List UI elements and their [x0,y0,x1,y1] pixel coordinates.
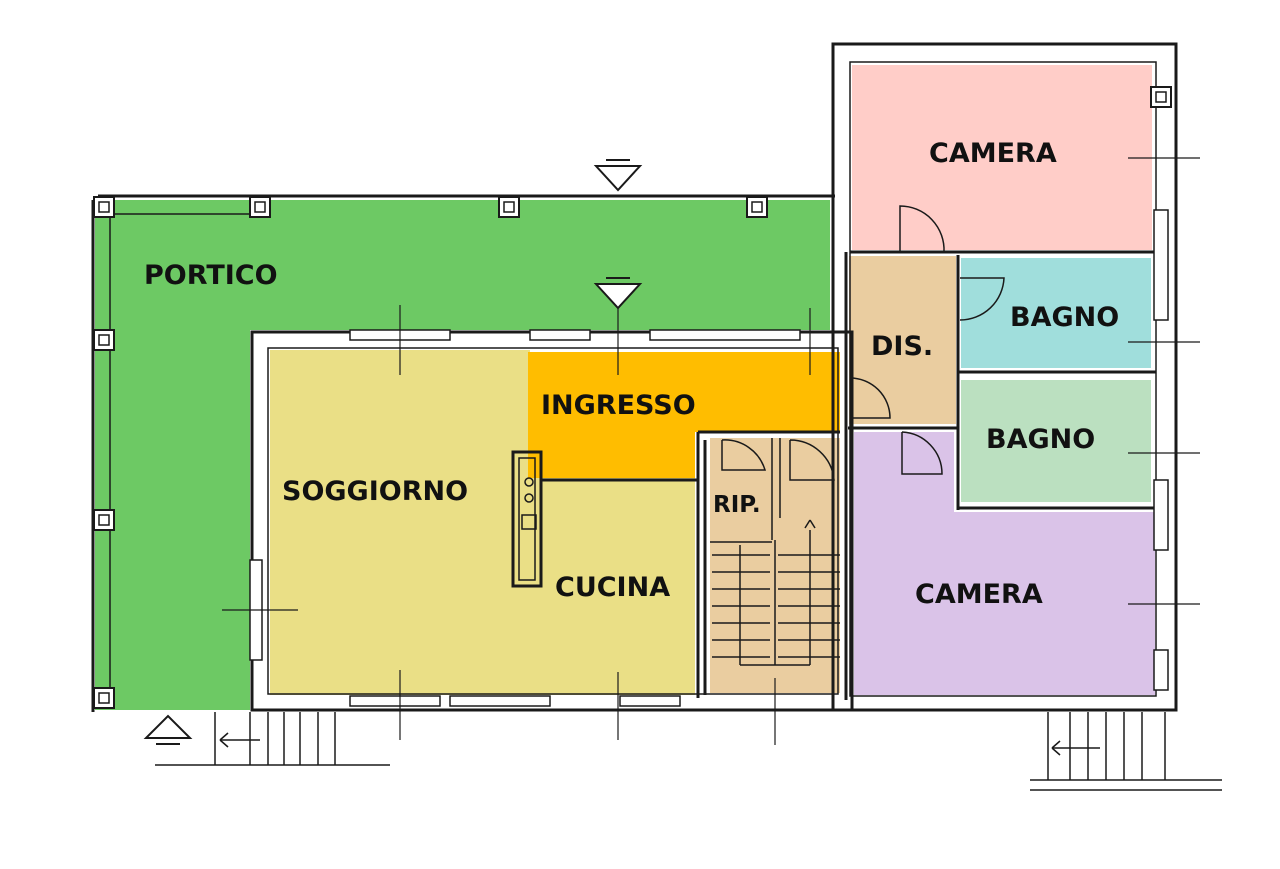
room-soggiorno [270,350,530,695]
room-portico [95,200,830,710]
pillar-core [98,201,110,213]
pillar-core [98,334,110,346]
room-camera-bottom [854,432,1155,695]
kitchen-counter [511,450,543,588]
label-camera-bottom: CAMERA [915,579,1043,610]
entry-steps-right [1030,712,1222,791]
room-rip [710,438,840,543]
pillar-core [254,201,266,213]
pillar-core [98,514,110,526]
entrance-arrow-ingresso [593,277,643,310]
label-bagno-top: BAGNO [1010,302,1119,333]
pillar [93,687,115,709]
room-dis [849,256,956,424]
pillar [93,329,115,351]
pillar [93,509,115,531]
entrance-arrow-left [143,714,193,745]
axis-marks [222,157,1200,745]
room-cucina [530,478,695,695]
pillar [498,196,520,218]
room-bagno-top [961,258,1151,368]
windows [249,209,1169,707]
label-cucina: CUCINA [555,572,670,603]
pillar-core [503,201,515,213]
pillar [93,196,115,218]
room-bagno-bottom [961,380,1151,502]
pillar-core [1155,91,1167,103]
staircase [712,519,840,666]
pillar-core [98,692,110,704]
entrance-arrow-top [593,159,643,192]
pillar-core [751,201,763,213]
room-camera-top [852,65,1152,250]
label-rip: RIP. [713,492,761,518]
label-ingresso: INGRESSO [541,390,696,421]
pillar [249,196,271,218]
room-ingresso [528,352,840,478]
label-soggiorno: SOGGIORNO [282,476,468,507]
label-portico: PORTICO [144,260,278,291]
pillars [93,86,1172,709]
doors [721,205,1005,481]
walls [91,42,1178,712]
entry-steps-left [155,712,390,766]
label-camera-top: CAMERA [929,138,1057,169]
pillar [1150,86,1172,108]
pillar [746,196,768,218]
label-bagno-bottom: BAGNO [986,424,1095,455]
label-dis: DIS. [871,331,933,362]
